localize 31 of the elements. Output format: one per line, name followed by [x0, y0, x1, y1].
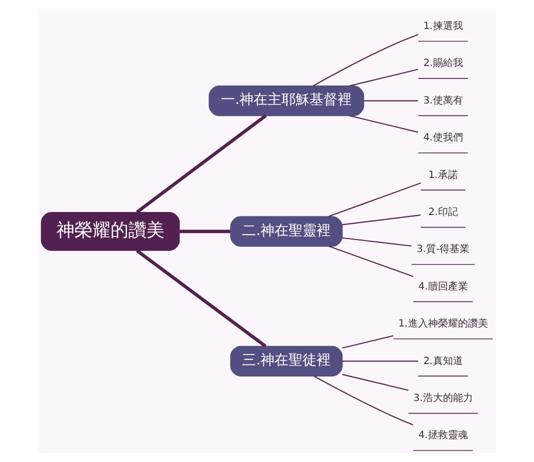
node-box: 二.神在聖靈裡 [230, 216, 343, 247]
connector [349, 68, 418, 86]
node-text: 2.印記 [428, 206, 458, 218]
connector [329, 246, 414, 277]
connector [342, 335, 394, 349]
connector [342, 237, 412, 247]
connector [180, 230, 231, 234]
node-text: 4.拯救靈魂 [418, 430, 468, 442]
node-text: 1.承諾 [428, 170, 458, 181]
node-text: 3.質-得基業 [416, 244, 470, 256]
node-box: 神榮耀的讚美 [40, 212, 180, 251]
node-text: 2.賜給我 [423, 58, 463, 70]
connector [342, 360, 418, 362]
node-text: 1.進入神榮耀的讚美 [398, 318, 488, 330]
node-box: 三.神在聖徒裡 [230, 346, 343, 376]
connector [349, 115, 418, 133]
connector [136, 114, 267, 214]
connector [314, 376, 414, 426]
connector [342, 214, 421, 226]
node-text: 2.真知道 [423, 356, 463, 367]
node-text: 4.使我們 [423, 132, 463, 144]
node-text: 3.使萬有 [423, 95, 463, 106]
connector [312, 34, 418, 86]
connector [136, 249, 266, 348]
node-text: 1.揀選我 [423, 20, 463, 32]
connector [328, 182, 421, 217]
connector [364, 100, 418, 102]
node-box: 一.神在主耶穌基督裡 [208, 86, 364, 116]
node-text: 4.贖回產業 [418, 281, 468, 292]
connector [342, 374, 408, 391]
node-text: 3.浩大的能力 [413, 392, 473, 404]
